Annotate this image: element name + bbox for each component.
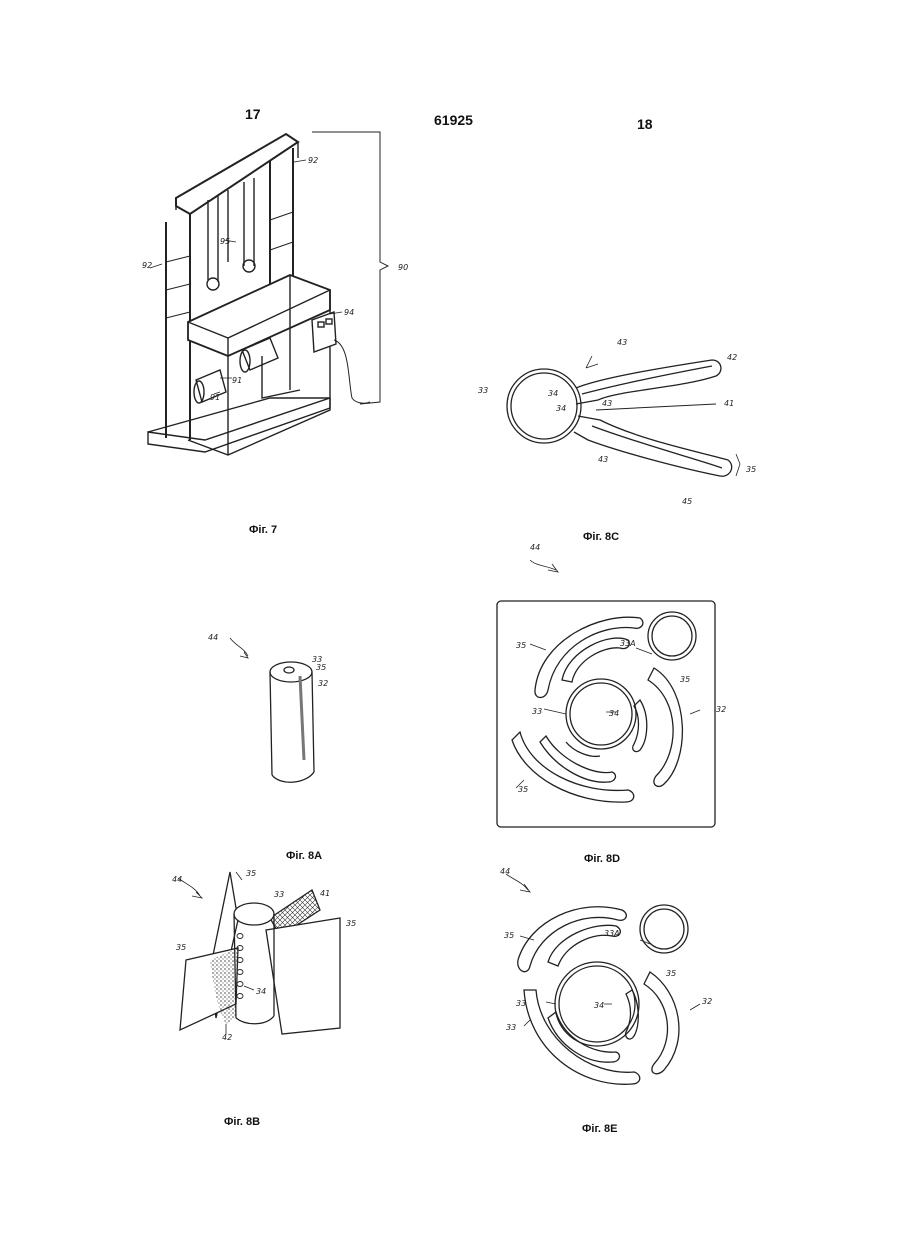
fig8c-label: 35 bbox=[746, 465, 756, 474]
fig8d-label: 44 bbox=[530, 543, 540, 552]
fig8e-label: 35 bbox=[666, 969, 676, 978]
fig8c-label: 41 bbox=[724, 399, 734, 408]
fig8a-drawing bbox=[230, 638, 314, 782]
fig8d-label: 35 bbox=[680, 675, 690, 684]
fig7-drawing bbox=[148, 132, 388, 455]
fig8e-drawing bbox=[506, 874, 700, 1084]
fig7-label: 92 bbox=[142, 261, 152, 270]
fig8e-label: 44 bbox=[500, 867, 510, 876]
fig8b-drawing bbox=[178, 872, 340, 1034]
fig8c-label: 43 bbox=[598, 455, 608, 464]
fig8d-drawing bbox=[497, 560, 715, 827]
fig8c-label: 43 bbox=[617, 338, 627, 347]
fig8d-caption: Фіг. 8D bbox=[584, 853, 620, 865]
fig8c-label: 42 bbox=[727, 353, 737, 362]
fig7-label: 92 bbox=[308, 156, 318, 165]
fig8d-label: 34 bbox=[609, 709, 619, 718]
fig8e-label: 33 bbox=[516, 999, 526, 1008]
fig8a-label: 44 bbox=[208, 633, 218, 642]
fig8e-label: 33 bbox=[506, 1023, 516, 1032]
fig7-label: 91 bbox=[210, 393, 220, 402]
fig8b-caption: Фіг. 8B bbox=[224, 1116, 260, 1128]
fig8d-label: 35 bbox=[516, 641, 526, 650]
fig8e-label: 34 bbox=[594, 1001, 604, 1010]
fig8d-label: 33A bbox=[620, 639, 636, 648]
fig8c-caption: Фіг. 8C bbox=[583, 531, 619, 543]
fig8e-label: 32 bbox=[702, 997, 712, 1006]
fig8b-label: 34 bbox=[256, 987, 266, 996]
fig7-label: 95 bbox=[220, 237, 230, 246]
fig8b-label: 42 bbox=[222, 1033, 232, 1042]
fig8c-label: 43 bbox=[602, 399, 612, 408]
fig8b-label: 41 bbox=[320, 889, 330, 898]
fig8d-label: 32 bbox=[716, 705, 726, 714]
fig7-caption: Фіг. 7 bbox=[249, 524, 277, 536]
fig8b-label: 33 bbox=[274, 890, 284, 899]
fig8c-label: 34 bbox=[556, 404, 566, 413]
fig7-label: 91 bbox=[232, 376, 242, 385]
fig8b-label: 35 bbox=[246, 869, 256, 878]
fig8e-label: 33A bbox=[604, 929, 620, 938]
fig7-label: 90 bbox=[398, 263, 408, 272]
fig8d-label: 33 bbox=[532, 707, 542, 716]
fig8a-label: 35 bbox=[316, 663, 326, 672]
fig8d-label: 35 bbox=[518, 785, 528, 794]
fig8a-caption: Фіг. 8A bbox=[286, 850, 322, 862]
fig8e-label: 35 bbox=[504, 931, 514, 940]
fig8c-label: 33 bbox=[478, 386, 488, 395]
fig8c-drawing bbox=[507, 356, 740, 476]
fig8a-label: 32 bbox=[318, 679, 328, 688]
fig8b-label: 35 bbox=[346, 919, 356, 928]
fig8e-caption: Фіг. 8E bbox=[582, 1123, 618, 1135]
fig8c-label: 34 bbox=[548, 389, 558, 398]
fig7-label: 94 bbox=[344, 308, 354, 317]
fig8b-label: 35 bbox=[176, 943, 186, 952]
fig8c-label: 45 bbox=[682, 497, 692, 506]
fig8b-label: 44 bbox=[172, 875, 182, 884]
